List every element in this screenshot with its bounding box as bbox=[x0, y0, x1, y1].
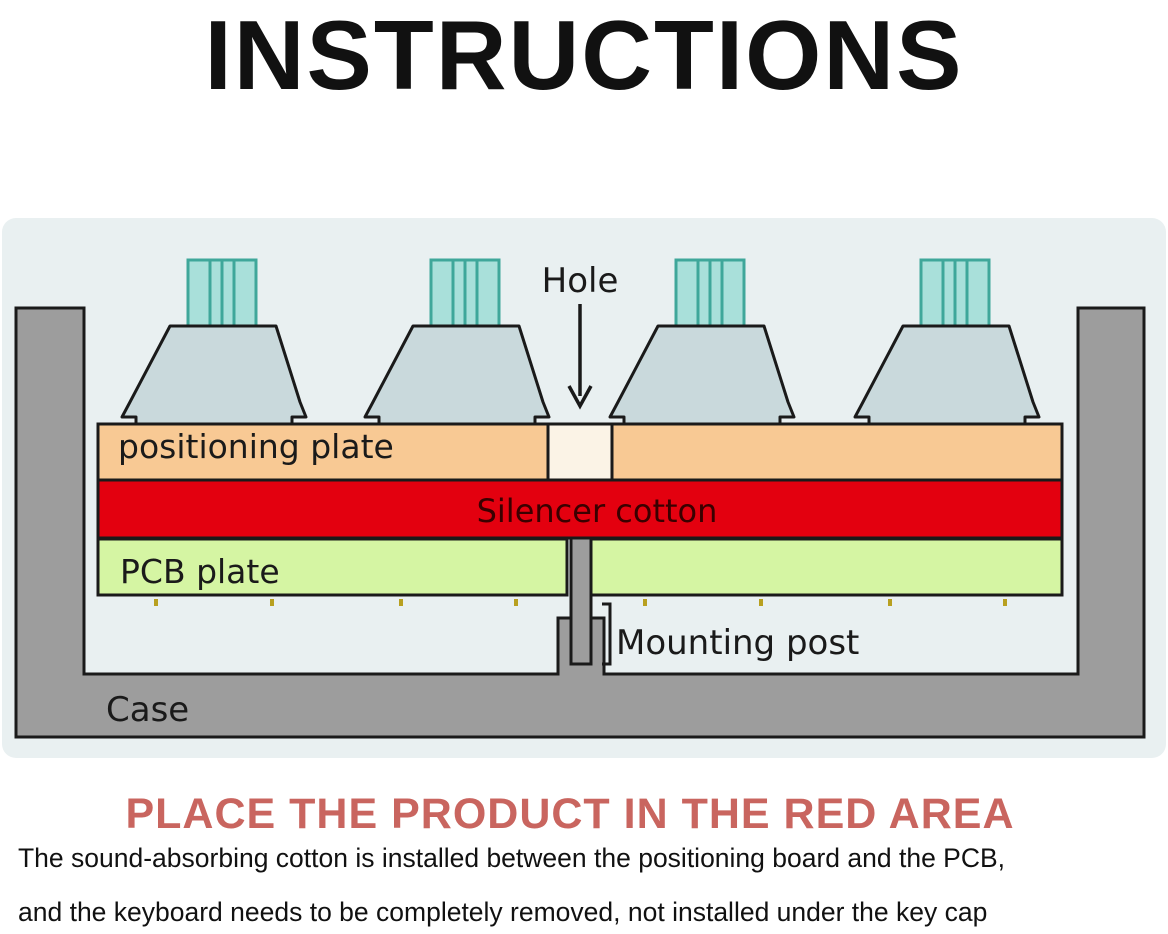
page-title: INSTRUCTIONS bbox=[204, 0, 964, 110]
silencer-cotton bbox=[96, 478, 1064, 540]
switch-stem-1 bbox=[186, 258, 258, 328]
hole-arrow-icon bbox=[567, 304, 593, 410]
hole-label: Hole bbox=[542, 261, 619, 301]
mounting-post bbox=[569, 534, 593, 666]
positioning-plate-right bbox=[610, 422, 1064, 482]
mounting-post-bracket bbox=[602, 602, 612, 666]
red-area-instruction-heading: PLACE THE PRODUCT IN THE RED AREA bbox=[125, 790, 1015, 838]
keyboard-cross-section-diagram: positioning plate Silencer cotton PCB pl… bbox=[0, 218, 1168, 758]
positioning-plate-left bbox=[96, 422, 550, 482]
switch-stem-4 bbox=[919, 258, 991, 328]
description-line-2: and the keyboard needs to be completely … bbox=[18, 897, 988, 927]
pcb-plate-label: PCB plate bbox=[120, 552, 280, 591]
switch-stem-3 bbox=[674, 258, 746, 328]
mounting-post-label: Mounting post bbox=[616, 623, 859, 663]
hole bbox=[546, 422, 614, 482]
pcb-plate-left bbox=[96, 537, 569, 597]
pcb-plate-right bbox=[589, 537, 1064, 597]
solder-dots bbox=[154, 599, 1007, 606]
description-line-1: The sound-absorbing cotton is installed … bbox=[18, 843, 1006, 873]
positioning-plate-label: positioning plate bbox=[118, 427, 394, 466]
case-label: Case bbox=[106, 690, 189, 730]
switch-stem-2 bbox=[429, 258, 501, 328]
silencer-cotton-label: Silencer cotton bbox=[477, 492, 718, 530]
